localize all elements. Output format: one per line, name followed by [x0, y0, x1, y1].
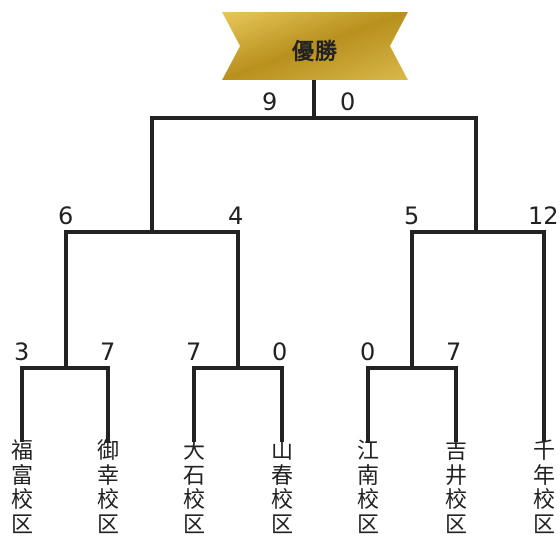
semifinal-right-score-right: 12 — [528, 202, 559, 230]
first-round-2-score-right: 0 — [272, 338, 288, 366]
semifinal-right-score-left: 5 — [404, 202, 420, 230]
semifinal-right-bracket — [410, 230, 546, 442]
first-round-2-bracket — [192, 366, 284, 442]
team-yoshii: 吉井校区 — [444, 439, 467, 538]
team-yamaharu: 山春校区 — [270, 439, 293, 538]
first-round-1-score-right: 7 — [100, 338, 116, 366]
final-bracket — [150, 78, 478, 234]
champion-banner: 優勝 — [222, 12, 408, 80]
team-chitose: 千年校区 — [532, 439, 555, 538]
final-score-right: 0 — [340, 88, 356, 116]
first-round-3-bracket — [366, 366, 458, 442]
team-oishi: 大石校区 — [182, 439, 205, 538]
first-round-3-score-right: 7 — [446, 338, 462, 366]
first-round-1-bracket — [20, 366, 110, 442]
first-round-2-score-left: 7 — [186, 338, 202, 366]
semifinal-left-score-left: 6 — [58, 202, 74, 230]
team-miyuki: 御幸校区 — [96, 439, 119, 538]
final-score-left: 9 — [262, 88, 278, 116]
team-konan: 江南校区 — [356, 439, 379, 538]
banner-title: 優勝 — [291, 40, 338, 65]
ribbon-icon — [222, 12, 408, 80]
first-round-1-score-left: 3 — [14, 338, 30, 366]
first-round-3-score-left: 0 — [360, 338, 376, 366]
semifinal-left-score-right: 4 — [228, 202, 244, 230]
team-fukutomi: 福富校区 — [10, 439, 33, 538]
semifinal-left-bracket — [64, 230, 240, 370]
